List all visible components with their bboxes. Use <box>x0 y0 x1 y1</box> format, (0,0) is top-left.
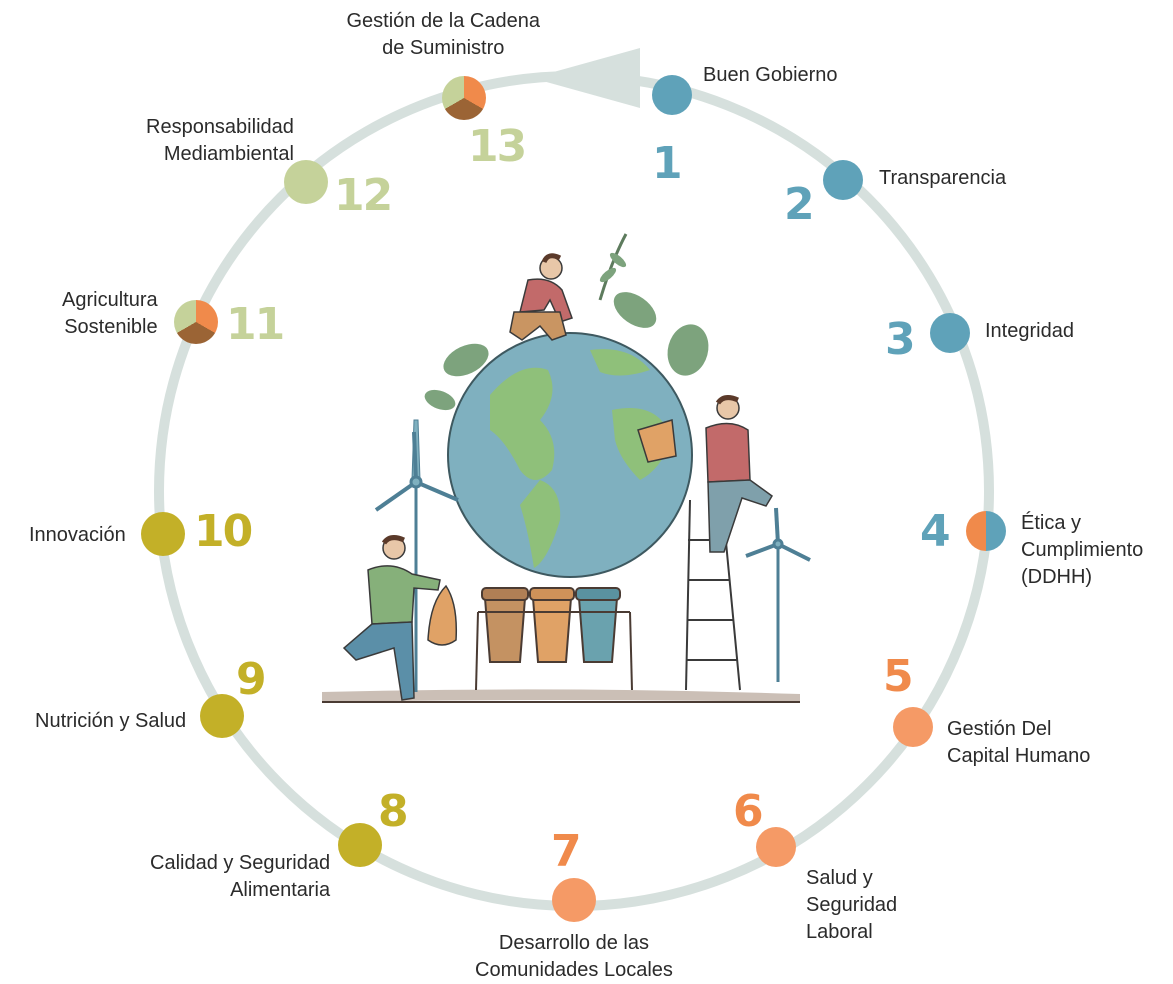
item-label-line: Laboral <box>806 921 873 943</box>
circle-icon <box>284 160 328 204</box>
item-label-line: Capital Humano <box>947 745 1091 767</box>
item-label-line: Ética y <box>1021 512 1082 534</box>
item-label-line: Sostenible <box>64 316 158 338</box>
item-label-line: Comunidades Locales <box>475 959 673 981</box>
item-number: 7 <box>551 826 582 877</box>
item-label-line: de Suministro <box>382 37 505 59</box>
item-number: 9 <box>236 654 267 705</box>
circle-icon <box>552 878 596 922</box>
item-label-line: Buen Gobierno <box>703 64 838 86</box>
item-label-line: Agricultura <box>62 289 158 311</box>
circle-icon <box>893 707 933 747</box>
item-number: 3 <box>885 314 916 365</box>
circle-icon <box>338 823 382 867</box>
item-number: 13 <box>468 121 527 172</box>
item-number: 12 <box>334 170 393 221</box>
item-label: Ética y Cumplimiento (DDHH) <box>1021 510 1143 591</box>
item-label: Integridad <box>985 318 1074 345</box>
item-label-line: Mediambiental <box>163 143 294 165</box>
item-label-line: Innovación <box>29 524 126 546</box>
circle-icon <box>200 694 244 738</box>
item-label: Transparencia <box>879 165 1006 192</box>
item-label-line: Seguridad <box>806 894 898 916</box>
item-number: 2 <box>784 179 815 230</box>
item-number: 5 <box>883 651 914 702</box>
tri-pie-icon <box>174 300 218 344</box>
item-number: 4 <box>920 506 951 557</box>
item-label-line: Alimentaria <box>230 879 331 901</box>
item-number: 10 <box>194 506 253 557</box>
item-label: Nutrición y Salud <box>35 708 186 735</box>
item-label-line: Nutrición y Salud <box>35 710 187 732</box>
circle-icon <box>930 313 970 353</box>
circle-icon <box>652 75 692 115</box>
item-number: 1 <box>652 138 683 189</box>
item-label-line: Desarrollo de las <box>498 932 649 954</box>
item-label: Gestión de la Cadena de Suministro <box>347 8 540 62</box>
item-label-line: Gestión de la Cadena <box>346 10 540 32</box>
item-label-line: Integridad <box>985 320 1074 342</box>
tri-pie-icon <box>442 76 486 120</box>
item-label-line: Calidad y Seguridad <box>150 852 331 874</box>
circle-icon <box>141 512 185 556</box>
item-label-line: Salud y <box>806 867 873 889</box>
item-label: Innovación <box>29 522 126 549</box>
item-number: 11 <box>226 299 285 350</box>
item-label-line: Cumplimiento <box>1021 539 1144 561</box>
item-label-line: (DDHH) <box>1021 566 1093 588</box>
circle-icon <box>823 160 863 200</box>
circle-icon <box>756 827 796 867</box>
item-label-line: Gestión Del <box>947 718 1052 740</box>
item-number: 6 <box>733 786 764 837</box>
item-number: 8 <box>378 786 409 837</box>
item-label: Buen Gobierno <box>703 62 838 89</box>
item-label-line: Responsabilidad <box>146 116 294 138</box>
half-circle-icon <box>966 511 1006 551</box>
item-label-line: Transparencia <box>879 167 1007 189</box>
direction-arrow-icon <box>532 48 640 108</box>
